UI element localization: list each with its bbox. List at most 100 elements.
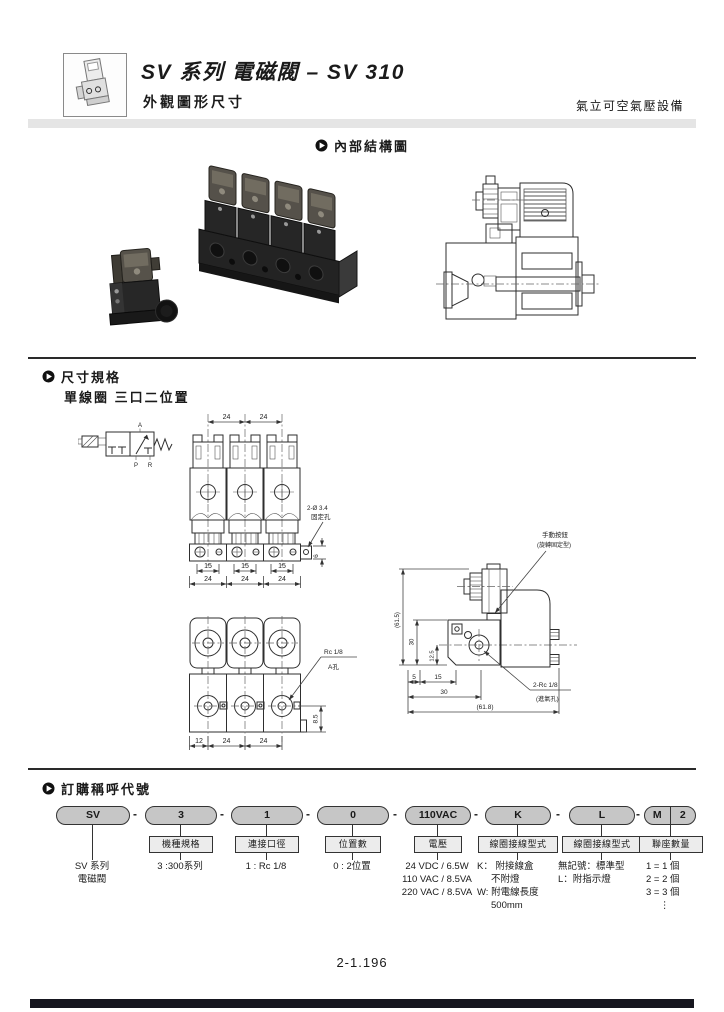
connector-line — [266, 852, 267, 860]
dim-unit-width-3: 24 — [278, 576, 286, 583]
section-divider-line — [28, 357, 696, 359]
connector-line — [437, 825, 438, 836]
symbol-port-p-label: P — [134, 463, 138, 469]
connector-line — [601, 852, 602, 860]
fixing-hole-size-label: 2-Ø 3.4 — [307, 505, 328, 512]
section-dimensions-subtitle: 單線圈 三口二位置 — [64, 390, 190, 405]
manual-button-type-label: (旋轉固定型) — [537, 541, 571, 549]
valve-side-body — [439, 563, 577, 668]
dim-pitch-1: 24 — [223, 414, 231, 421]
dim-body-height: 30 — [410, 638, 416, 645]
connector-line — [670, 825, 671, 836]
code-separator: - — [306, 807, 310, 821]
connector-line — [670, 852, 671, 860]
page-title: SV 系列 電磁閥 – SV 310 — [141, 61, 405, 84]
connector-line — [517, 825, 518, 836]
desc-stations: 1 = 1 個 2 = 2 個 3 = 3 個 ⋮ — [646, 861, 680, 911]
dim-width-30: 30 — [440, 689, 448, 696]
desc-wiring-l: 無記號：標準型 L：附指示燈 — [558, 861, 625, 885]
dim-screw-span-3: 15 — [278, 563, 286, 570]
code-pill-series: 3 — [145, 806, 217, 825]
valve-units-front — [189, 414, 312, 566]
section-bullet-icon — [42, 782, 55, 795]
port-size-label: Rc 1/8 — [324, 649, 343, 656]
dim-total-height: (61.5) — [395, 612, 401, 628]
manifold-photo — [198, 165, 340, 304]
connector-line — [437, 852, 438, 860]
category-box-wiring-k: 線圈接線型式 — [478, 836, 558, 853]
code-separator: - — [133, 807, 137, 821]
connector-line — [517, 852, 518, 860]
section-dimensions-title: 尺寸規格 — [61, 370, 122, 385]
fixing-hole-name-label: 固定孔 — [311, 512, 331, 521]
section-dimensions: 尺寸規格 — [42, 367, 121, 386]
dim-flange-height: 6 — [313, 554, 320, 558]
dim-offset-15: 15 — [434, 674, 442, 681]
connector-line — [180, 825, 181, 836]
desc-voltage: 24 VDC / 6.5W 110 VAC / 8.5VA 220 VAC / … — [401, 861, 473, 898]
code-pill-wiring-k: K — [485, 806, 551, 825]
footer-bar — [30, 999, 694, 1008]
desc-port-size: 1 : Rc 1/8 — [245, 861, 287, 872]
dim-port-height: 12.5 — [430, 650, 436, 661]
header-divider-band — [28, 119, 696, 128]
cross-section-diagram — [436, 175, 600, 320]
symbol-port-a-label: A — [138, 423, 142, 429]
code-separator: - — [556, 807, 560, 821]
section-ordering-title: 訂購稱呼代號 — [61, 782, 152, 797]
section-internal-structure: 內部結構圖 — [0, 136, 724, 155]
dim-pitch-b1: 24 — [223, 738, 231, 745]
dim-screw-span-1: 15 — [204, 563, 212, 570]
valve-logo-drawing — [75, 58, 110, 107]
desc-model: 3 :300系列 — [157, 861, 203, 872]
dim-port-depth: 8.5 — [313, 714, 320, 723]
code-pill-sv: SV — [56, 806, 130, 825]
category-box-port: 連接口徑 — [235, 836, 299, 853]
dim-offset-5: 5 — [412, 674, 416, 681]
dim-screw-span-2: 15 — [241, 563, 249, 570]
code-pill-stations-n: 2 — [669, 807, 696, 824]
company-name: 氣立可空氣壓設備 — [575, 99, 684, 113]
code-pill-wiring-l: L — [569, 806, 635, 825]
code-separator: - — [220, 807, 224, 821]
connector-line — [180, 852, 181, 860]
connector-line — [601, 825, 602, 836]
dim-unit-width-1: 24 — [204, 576, 212, 583]
valve-units-bottom — [189, 616, 307, 742]
category-box-model: 機種規格 — [149, 836, 213, 853]
code-pill-voltage: 110VAC — [405, 806, 471, 825]
section-internal-title: 內部結構圖 — [333, 139, 409, 154]
connector-line — [352, 825, 353, 836]
page-number: 2-1.196 — [336, 955, 388, 970]
front-view-drawing: 24 24 2-Ø 3.4 固定孔 6 15 15 15 24 24 24 — [189, 414, 331, 588]
section-bullet-icon — [42, 370, 55, 383]
desc-series: SV 系列 電磁閥 — [74, 861, 110, 885]
code-pill-port: 1 — [231, 806, 303, 825]
section-ordering: 訂購稱呼代號 — [42, 779, 151, 798]
exhaust-port-size-label: 2-Rc 1/8 — [533, 682, 558, 689]
connector-line — [92, 825, 93, 860]
pneumatic-symbol: A P R — [78, 423, 173, 469]
category-box-wiring-l: 線圈接線型式 — [562, 836, 642, 853]
manual-button-label: 手動按鈕 — [542, 530, 569, 539]
page-subtitle: 外觀圖形尺寸 — [143, 94, 245, 110]
section-divider-line — [28, 768, 696, 770]
code-pill-position: 0 — [317, 806, 389, 825]
code-separator: - — [474, 807, 478, 821]
category-box-voltage: 電壓 — [414, 836, 462, 853]
code-pill-stations: M 2 — [644, 806, 696, 825]
connector-line — [266, 825, 267, 836]
dim-pitch-2: 24 — [260, 414, 268, 421]
code-separator: - — [636, 807, 640, 821]
section-bullet-icon — [315, 139, 328, 152]
desc-wiring-k: K： 附接線盒 不附燈 W: 附電線長度 500mm — [477, 861, 539, 911]
bottom-view-drawing: Rc 1/8 A孔 8.5 12 24 24 — [189, 616, 357, 750]
dim-pitch-b2: 24 — [260, 738, 268, 745]
code-pill-stations-m: M — [652, 809, 662, 821]
dim-edge-offset: 12 — [195, 738, 203, 745]
category-box-stations: 聯座數量 — [639, 836, 703, 853]
exhaust-port-name-label: (進氣孔) — [536, 695, 559, 703]
port-name-label: A孔 — [328, 663, 339, 671]
product-logo-image — [63, 53, 127, 117]
